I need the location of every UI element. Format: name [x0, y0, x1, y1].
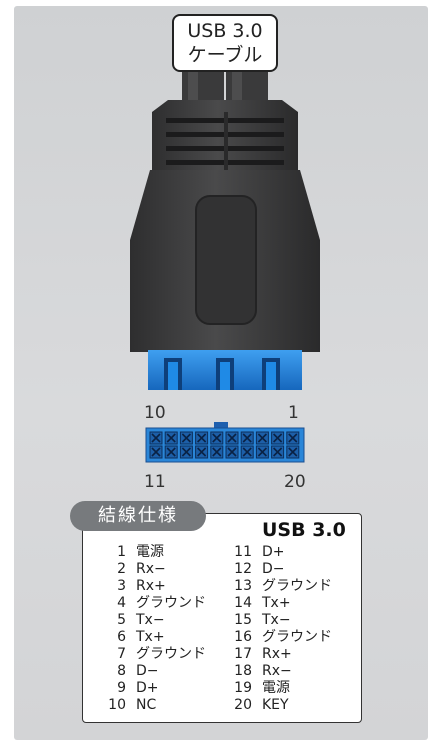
- pin-number: 13: [234, 578, 252, 594]
- pin-number: 1: [117, 544, 126, 560]
- header-pin-mark: [288, 447, 298, 457]
- header-pin-mark: [273, 433, 283, 443]
- pin-signal: Rx+: [262, 646, 292, 662]
- pin-signal: Tx+: [262, 595, 291, 611]
- header-label-bottom-right: 20: [284, 472, 306, 492]
- pin-row: 13 グラウンド: [230, 578, 332, 595]
- pin-number: 4: [117, 595, 126, 611]
- pin-row: 20 KEY: [230, 697, 332, 714]
- pin-signal: Rx−: [262, 663, 292, 679]
- header-pin-mark: [197, 433, 207, 443]
- header-pin-mark: [166, 433, 176, 443]
- pin-number: 10: [108, 697, 126, 713]
- pin-row: 12 D−: [230, 561, 332, 578]
- pin-row: 1 電源: [104, 544, 206, 561]
- header-pin-mark: [151, 433, 161, 443]
- strain-relief: [152, 100, 298, 178]
- spec-title-tab: 結線仕様: [70, 501, 206, 531]
- pin-row: 16 グラウンド: [230, 629, 332, 646]
- pin-header: [145, 422, 305, 463]
- pin-row: 3 Rx+: [104, 578, 206, 595]
- pin-list-left: 1 電源 2 Rx− 3 Rx+ 4 グラウンド 5 Tx− 6 Tx+ 7 グラウンド 8 D− 9 D+ 10 N…: [104, 544, 206, 714]
- pin-signal: グラウンド: [136, 595, 206, 611]
- pin-signal: Tx−: [136, 612, 165, 628]
- pin-number: 19: [234, 680, 252, 696]
- pin-signal: D+: [262, 544, 285, 560]
- header-pin-mark: [212, 433, 222, 443]
- header-pin-mark: [242, 447, 252, 457]
- cable-label-line2: ケーブル: [187, 44, 263, 66]
- header-pin-mark: [197, 447, 207, 457]
- pin-number: 17: [234, 646, 252, 662]
- pin-row: 14 Tx+: [230, 595, 332, 612]
- pin-row: 18 Rx−: [230, 663, 332, 680]
- spec-subtitle: USB 3.0: [262, 519, 346, 541]
- header-pin-mark: [151, 447, 161, 457]
- pin-signal: 電源: [136, 544, 164, 560]
- pin-number: 12: [234, 561, 252, 577]
- pin-number: 8: [117, 663, 126, 679]
- pin-signal: KEY: [262, 697, 289, 713]
- pin-signal: D−: [136, 663, 159, 679]
- pin-signal: D−: [262, 561, 285, 577]
- pin-signal: Tx+: [136, 629, 165, 645]
- header-pin-mark: [181, 433, 191, 443]
- header-pin-mark: [227, 433, 237, 443]
- header-pin-mark: [273, 447, 283, 457]
- pin-number: 2: [117, 561, 126, 577]
- pin-row: 17 Rx+: [230, 646, 332, 663]
- header-label-top-right: 1: [288, 403, 299, 423]
- cable-label-line1: USB 3.0: [187, 20, 263, 42]
- pin-number: 6: [117, 629, 126, 645]
- pin-row: 9 D+: [104, 680, 206, 697]
- header-pin-mark: [288, 433, 298, 443]
- header-pin-mark: [181, 447, 191, 457]
- header-pin-mark: [242, 433, 252, 443]
- pin-signal: グラウンド: [136, 646, 206, 662]
- connector-tip: [148, 350, 302, 390]
- pin-number: 9: [117, 680, 126, 696]
- pin-signal: 電源: [262, 680, 290, 696]
- pin-row: 4 グラウンド: [104, 595, 206, 612]
- pin-list-right: 11 D+ 12 D− 13 グラウンド 14 Tx+ 15 Tx− 16 グラウンド 17 Rx+ 18 R…: [230, 544, 332, 714]
- pin-row: 5 Tx−: [104, 612, 206, 629]
- pin-number: 16: [234, 629, 252, 645]
- pin-number: 18: [234, 663, 252, 679]
- pin-row: 11 D+: [230, 544, 332, 561]
- pin-number: 20: [234, 697, 252, 713]
- pin-row: 10 NC: [104, 697, 206, 714]
- header-pin-mark: [212, 447, 222, 457]
- pin-number: 14: [234, 595, 252, 611]
- pin-signal: NC: [136, 697, 157, 713]
- cable-label: USB 3.0 ケーブル: [172, 14, 278, 72]
- pin-number: 15: [234, 612, 252, 628]
- pin-number: 3: [117, 578, 126, 594]
- pin-row: 7 グラウンド: [104, 646, 206, 663]
- header-pin-mark: [227, 447, 237, 457]
- pinout-spec-box: [82, 513, 362, 723]
- pin-number: 11: [234, 544, 252, 560]
- pin-number: 5: [117, 612, 126, 628]
- pin-signal: Tx−: [262, 612, 291, 628]
- header-label-bottom-left: 11: [144, 472, 166, 492]
- pin-row: 2 Rx−: [104, 561, 206, 578]
- pin-signal: Rx−: [136, 561, 166, 577]
- header-label-top-left: 10: [144, 403, 166, 423]
- pin-row: 8 D−: [104, 663, 206, 680]
- pin-row: 19 電源: [230, 680, 332, 697]
- pin-signal: グラウンド: [262, 578, 332, 594]
- pin-number: 7: [117, 646, 126, 662]
- header-pin-mark: [257, 447, 267, 457]
- header-pin-mark: [166, 447, 176, 457]
- pin-signal: Rx+: [136, 578, 166, 594]
- pin-signal: グラウンド: [262, 629, 332, 645]
- header-pin-mark: [257, 433, 267, 443]
- pin-row: 15 Tx−: [230, 612, 332, 629]
- connector-housing: [130, 170, 320, 352]
- pin-signal: D+: [136, 680, 159, 696]
- pin-row: 6 Tx+: [104, 629, 206, 646]
